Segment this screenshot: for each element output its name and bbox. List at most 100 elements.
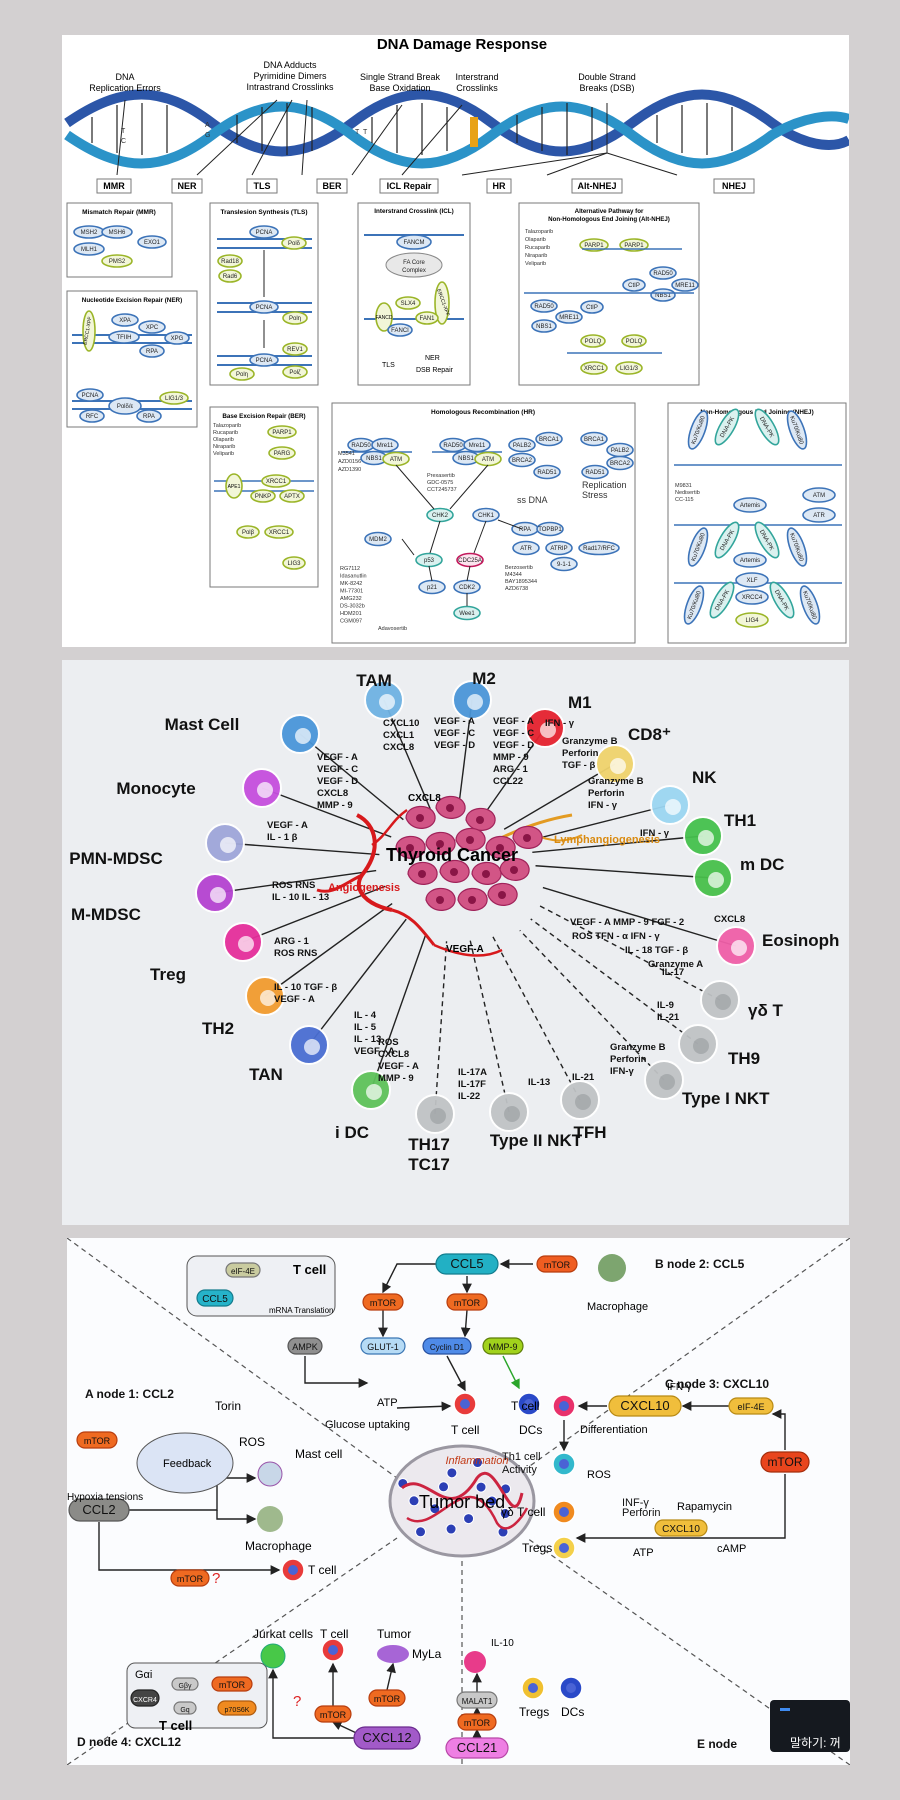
svg-text:BRCA2: BRCA2 [512, 458, 533, 464]
node-4-title: D node 4: CXCL12 [77, 1735, 181, 1749]
svg-text:CXCL12: CXCL12 [362, 1730, 411, 1745]
mmp9-pill: MMP-9 [482, 1337, 524, 1355]
svg-text:CHK1: CHK1 [478, 513, 495, 519]
svg-text:CCL5: CCL5 [202, 1294, 228, 1305]
cell-treg [223, 922, 263, 962]
hr-protein-nbs1: NBS1 [360, 450, 388, 466]
mast-cell-label: Mast cell [295, 1447, 342, 1461]
svg-text:RAD50: RAD50 [443, 443, 463, 449]
svg-text:C: C [121, 138, 126, 145]
protein-pol-delta-epsilon: Polδ/ε [117, 404, 134, 410]
nhej-protein-ku70-ku80: Ku70/Ku80 [786, 410, 808, 450]
speech-status-label[interactable]: 말하기: 꺼 [790, 1736, 841, 1750]
cell-m-dc [693, 858, 733, 898]
svg-text:Wee1: Wee1 [459, 611, 475, 617]
protein-pms2: PMS2 [109, 259, 126, 265]
svg-text:Cyclin D1: Cyclin D1 [430, 1343, 465, 1352]
t-cell-label-d2: T cell [320, 1627, 348, 1641]
gai-label: Gαi [135, 1669, 152, 1681]
center-cxcl8-label: CXCL8 [408, 793, 441, 804]
protein-ercc1-xpf: ERCC1-XPF [83, 316, 94, 345]
svg-text:PALB2: PALB2 [611, 448, 630, 454]
nhej-protein-artemis: Artemis [733, 552, 767, 568]
svg-text:mTOR: mTOR [177, 1574, 204, 1584]
t-cell-label-c: T cell [511, 1399, 539, 1413]
protein-xpg: XPG [171, 336, 184, 342]
tumor-label-d: Tumor [377, 1627, 411, 1641]
cell-label: Monocyte [116, 779, 195, 798]
cell-label: M2 [472, 669, 496, 688]
protein-mlh1: MLH1 [81, 247, 98, 253]
adavosertib-label: Adavosertib [378, 626, 407, 632]
nhej-protein-dna-pk: DNA-PK [709, 581, 735, 619]
svg-text:Gβγ: Gβγ [179, 1683, 192, 1690]
hr-protein-atm: ATM [474, 451, 502, 467]
icl-dsb-repair-label: DSB Repair [416, 367, 454, 374]
cell-eosinoph [716, 926, 756, 966]
svg-text:AMPK: AMPK [292, 1342, 318, 1352]
ampk-pill: AMPK [287, 1337, 323, 1355]
protein-ctip-2: CtIP [586, 305, 598, 311]
hr-protein-topbp1: TOPBP1 [536, 521, 564, 537]
protein-pol-delta: Polδ [288, 241, 301, 247]
protein-msh2: MSH2 [81, 230, 98, 236]
svg-text:eIF-4E: eIF-4E [231, 1267, 255, 1276]
malat1-pill: MALAT1 [456, 1691, 498, 1709]
factor-tfh: IL-21 [572, 1072, 595, 1083]
svg-text:CDC25A: CDC25A [458, 558, 482, 564]
svg-text:CCL21: CCL21 [457, 1740, 497, 1755]
hr-protein-mdm2: MDM2 [364, 531, 392, 547]
t-cell-b [453, 1392, 477, 1416]
svg-text:RAD51: RAD51 [585, 470, 605, 476]
thyroid-immune-diagram: Thyroid Cancer Angiogenesis Lymphangioge… [69, 669, 839, 1174]
cell-th2 [245, 976, 285, 1016]
ccl5-pill: CCL5 [435, 1253, 499, 1275]
svg-text:ATR: ATR [520, 546, 532, 552]
svg-text:CDK2: CDK2 [459, 585, 476, 591]
cell-label: Eosinoph [762, 931, 839, 950]
hr-title: Homologous Recombination (HR) [431, 409, 535, 416]
tregs-label-e: Tregs [519, 1705, 549, 1719]
svg-text:BRCA1: BRCA1 [539, 437, 560, 443]
tls-title: Translesion Synthesis (TLS) [220, 209, 307, 216]
svg-text:CXCL10: CXCL10 [620, 1398, 669, 1413]
factor-eos3: IL - 18 TGF - β [625, 945, 688, 956]
protein-rev1: REV1 [287, 347, 303, 353]
cell-m-mdsc [195, 873, 235, 913]
protein-pol-beta: Polβ [242, 530, 255, 536]
hypoxia-label: Hypoxia tensions [67, 1492, 143, 1503]
svg-text:ATM: ATM [390, 457, 402, 463]
t-cell-d [321, 1638, 345, 1662]
protein-parp1: PARP1 [584, 243, 604, 249]
cell-tam [364, 680, 404, 720]
cell-cd8- [595, 744, 635, 784]
torin-label: Torin [215, 1399, 241, 1413]
protein-pol-zeta: Polζ [289, 370, 301, 376]
t-cell-c [552, 1394, 576, 1418]
hr-protein-chk2: CHK2 [426, 507, 454, 523]
svg-text:ATM: ATM [813, 493, 825, 499]
hr-protein-palb2: PALB2 [508, 437, 536, 453]
p70-pill: p70S6K [217, 1700, 257, 1716]
nhej-protein-dna-pk: DNA-PK [754, 408, 780, 446]
protein-xrcc1: XRCC1 [266, 479, 287, 485]
ber-title: Base Excision Repair (BER) [222, 413, 305, 420]
factor-eos1: VEGF - A MMP - 9 FGF - 2 [570, 917, 684, 928]
cell-label: M1 [568, 693, 592, 712]
